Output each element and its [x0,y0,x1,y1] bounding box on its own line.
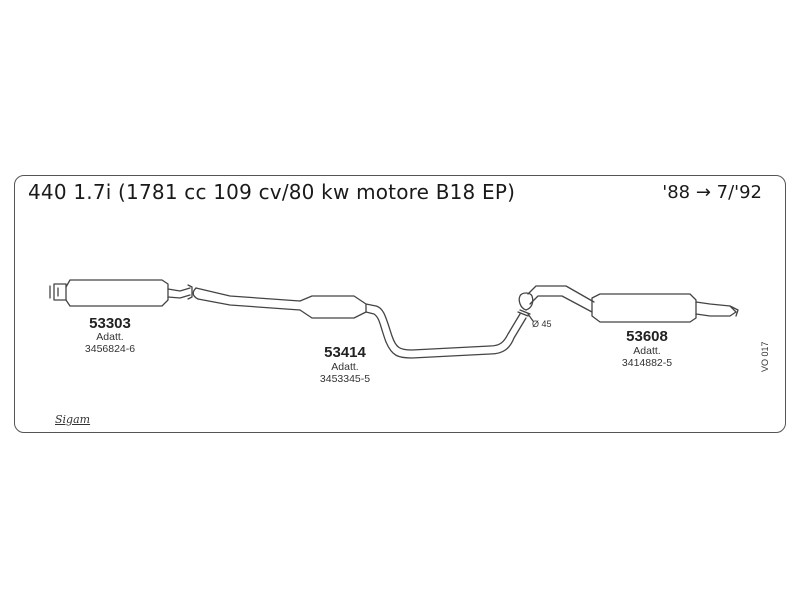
rear-inlet-flange [518,292,534,311]
middle-pipe-lower-2 [365,311,527,359]
part-label-53608: Adatt. [633,345,661,357]
rear-muffler [591,293,697,323]
tail-pipe [695,301,737,317]
front-muffler [65,279,169,307]
front-pipe-end [187,284,193,300]
part-label-53414: Adatt. [331,361,359,373]
tail-tip [729,305,739,317]
part-label-53303: Adatt. [96,331,124,343]
diagram-code: VO 017 [760,341,770,372]
vehicle-title: 440 1.7i (1781 cc 109 cv/80 kw motore B1… [28,180,516,204]
rear-inlet-pipe [527,285,595,313]
middle-resonator [299,295,367,319]
part-number-53414: 53414 [324,344,366,361]
diameter-label: Ø 45 [532,319,552,329]
part-code-53608: 3414882-5 [621,357,673,369]
front-outlet-pipe [167,287,191,299]
part-number-53608: 53608 [626,328,668,345]
middle-pipe-lower [365,303,521,351]
part-code-53303: 3456824-6 [84,343,136,355]
middle-pipe-upper [195,287,301,311]
production-years: '88 → 7/'92 [662,182,762,203]
part-code-53414: 3453345-5 [319,373,371,385]
part-number-53303: 53303 [89,315,131,332]
brand-logo: Sigam [55,413,91,426]
diagram-frame [14,175,786,433]
middle-pipe-end [517,309,531,317]
front-flange [49,283,67,301]
diameter-leader [527,313,534,322]
middle-pipe-start [192,287,199,300]
